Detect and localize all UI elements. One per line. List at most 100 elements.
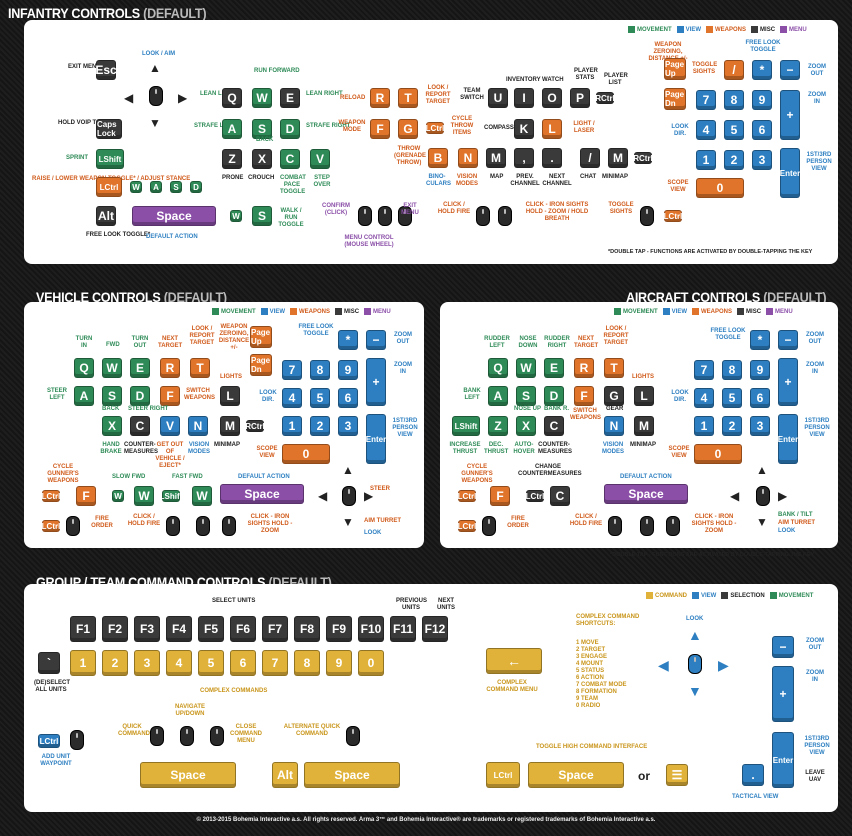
key-o[interactable]: O	[542, 88, 562, 108]
v-key-w[interactable]: W	[102, 358, 122, 378]
g-key-space-3[interactable]: Space	[528, 762, 624, 788]
key-r[interactable]: R	[370, 88, 390, 108]
key-space[interactable]: Space	[132, 206, 216, 226]
a-key-space[interactable]: Space	[604, 484, 688, 504]
key-f7[interactable]: F7	[262, 616, 288, 642]
key-comma[interactable]: ,	[514, 148, 534, 168]
key-number-1[interactable]: 1	[70, 650, 96, 676]
v-key-d[interactable]: D	[130, 386, 150, 406]
key-d-small[interactable]: D	[190, 181, 202, 193]
g-key-num-enter[interactable]: Enter	[772, 732, 794, 788]
key-p[interactable]: P	[570, 88, 590, 108]
v-key-num-plus[interactable]: +	[366, 358, 386, 406]
v-key-num-mul[interactable]: *	[338, 330, 358, 350]
key-num-3[interactable]: 3	[752, 150, 772, 170]
key-f10[interactable]: F10	[358, 616, 384, 642]
key-d[interactable]: D	[280, 119, 300, 139]
v-key-space[interactable]: Space	[220, 484, 304, 504]
v-key-t[interactable]: T	[190, 358, 210, 378]
key-u[interactable]: U	[488, 88, 508, 108]
key-period[interactable]: .	[542, 148, 562, 168]
key-f4[interactable]: F4	[166, 616, 192, 642]
key-num-1[interactable]: 1	[696, 150, 716, 170]
v-key-r[interactable]: R	[160, 358, 180, 378]
v-key-n[interactable]: N	[188, 416, 208, 436]
a-key-l[interactable]: L	[634, 386, 654, 406]
a-key-num-0[interactable]: 0	[694, 444, 742, 464]
v-key-num-7[interactable]: 7	[282, 360, 302, 380]
key-a[interactable]: A	[222, 119, 242, 139]
v-key-w-fast[interactable]: W	[192, 486, 212, 506]
key-lctrl-throw[interactable]: LCtrl	[425, 122, 445, 134]
g-key-alt[interactable]: Alt	[272, 762, 298, 788]
key-m-minimap[interactable]: M	[608, 148, 628, 168]
v-key-f[interactable]: F	[160, 386, 180, 406]
key-caps-lock[interactable]: Caps Lock	[96, 119, 122, 139]
v-key-lctrl-fire[interactable]: LCtrl	[41, 520, 61, 532]
key-num-div[interactable]: /	[724, 60, 744, 80]
a-key-r[interactable]: R	[574, 358, 594, 378]
v-key-page-dn[interactable]: Page Dn	[250, 354, 272, 376]
key-rctrl-p[interactable]: RCtrl	[595, 92, 615, 104]
key-q[interactable]: Q	[222, 88, 242, 108]
g-key-lctrl[interactable]: LCtrl	[38, 734, 60, 748]
key-s-walk[interactable]: S	[252, 206, 272, 226]
key-s-small[interactable]: S	[170, 181, 182, 193]
a-key-num-5[interactable]: 5	[722, 388, 742, 408]
a-key-x[interactable]: X	[516, 416, 536, 436]
g-key-num-plus[interactable]: +	[772, 666, 794, 722]
g-key-tilde[interactable]: `	[38, 652, 60, 674]
key-g[interactable]: G	[398, 119, 418, 139]
a-key-lctrl-cm[interactable]: LCtrl	[525, 490, 545, 502]
v-key-w-slow[interactable]: W	[134, 486, 154, 506]
key-f[interactable]: F	[370, 119, 390, 139]
g-key-backspace[interactable]: ←	[486, 648, 542, 674]
key-number-8[interactable]: 8	[294, 650, 320, 676]
key-rctrl-m[interactable]: RCtrl	[633, 152, 653, 164]
key-n[interactable]: N	[458, 148, 478, 168]
key-x[interactable]: X	[252, 149, 272, 169]
key-num-4[interactable]: 4	[696, 120, 716, 140]
key-lshift[interactable]: LShift	[96, 149, 124, 169]
v-key-v[interactable]: V	[160, 416, 180, 436]
key-num-mul[interactable]: *	[752, 60, 772, 80]
v-key-num-6[interactable]: 6	[338, 388, 358, 408]
g-key-space-2[interactable]: Space	[304, 762, 400, 788]
key-f1[interactable]: F1	[70, 616, 96, 642]
key-num-2[interactable]: 2	[724, 150, 744, 170]
v-key-slow-mod[interactable]: W	[112, 490, 124, 502]
a-key-f-gunner[interactable]: F	[490, 486, 510, 506]
a-key-a[interactable]: A	[488, 386, 508, 406]
a-key-m[interactable]: M	[634, 416, 654, 436]
a-key-num-minus[interactable]: −	[778, 330, 798, 350]
key-page-up[interactable]: Page Up	[664, 58, 686, 80]
key-num-0[interactable]: 0	[696, 178, 744, 198]
key-k[interactable]: K	[514, 119, 534, 139]
key-num-6[interactable]: 6	[752, 120, 772, 140]
v-key-f-gunner[interactable]: F	[76, 486, 96, 506]
v-key-num-4[interactable]: 4	[282, 388, 302, 408]
v-key-rctrl[interactable]: RCtrl	[245, 420, 265, 432]
v-key-num-enter[interactable]: Enter	[366, 414, 386, 464]
key-v[interactable]: V	[310, 149, 330, 169]
a-key-g[interactable]: G	[604, 386, 624, 406]
a-key-z[interactable]: Z	[488, 416, 508, 436]
v-key-num-1[interactable]: 1	[282, 416, 302, 436]
v-key-e[interactable]: E	[130, 358, 150, 378]
key-number-3[interactable]: 3	[134, 650, 160, 676]
v-key-num-9[interactable]: 9	[338, 360, 358, 380]
key-number-5[interactable]: 5	[198, 650, 224, 676]
a-key-num-6[interactable]: 6	[750, 388, 770, 408]
key-num-7[interactable]: 7	[696, 90, 716, 110]
key-number-4[interactable]: 4	[166, 650, 192, 676]
key-l[interactable]: L	[542, 119, 562, 139]
a-key-num-mul[interactable]: *	[750, 330, 770, 350]
key-f6[interactable]: F6	[230, 616, 256, 642]
key-f11[interactable]: F11	[390, 616, 416, 642]
v-key-lctrl[interactable]: LCtrl	[41, 490, 61, 502]
a-key-num-7[interactable]: 7	[694, 360, 714, 380]
key-e[interactable]: E	[280, 88, 300, 108]
key-f9[interactable]: F9	[326, 616, 352, 642]
v-key-s[interactable]: S	[102, 386, 122, 406]
key-f8[interactable]: F8	[294, 616, 320, 642]
